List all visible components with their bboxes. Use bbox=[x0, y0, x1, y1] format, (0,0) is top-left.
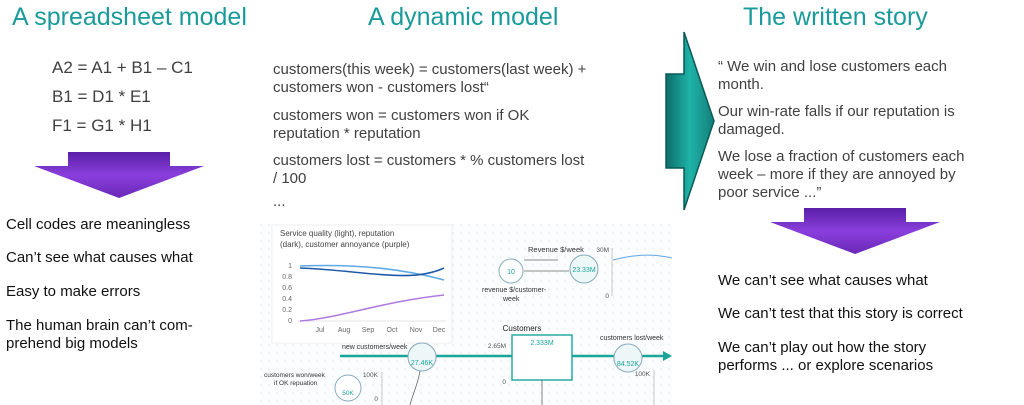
revenue-rate-label-2: week bbox=[502, 296, 520, 303]
customers-lost-value: 84.52K bbox=[617, 361, 640, 368]
series-reputation bbox=[299, 267, 445, 277]
x-tick-jul: Jul bbox=[316, 327, 325, 334]
customers-axis-top: 2.65M bbox=[488, 343, 506, 350]
formula-a2: A2 = A1 + B1 – C1 bbox=[52, 58, 193, 77]
customers-lost-circle[interactable] bbox=[613, 343, 643, 373]
point-errors: Easy to make errors bbox=[6, 283, 141, 300]
model-diagram: Service quality (light), reputation (dar… bbox=[260, 224, 672, 405]
story-point-test: We can’t test that this story is correct bbox=[718, 305, 963, 322]
x-tick-nov: Nov bbox=[410, 327, 423, 334]
customers-won-label-1: customers won/week bbox=[264, 372, 325, 379]
equation-won-2: reputation * reputation bbox=[273, 125, 421, 142]
revenue-rate-circle[interactable] bbox=[498, 258, 524, 284]
equation-lost-2: / 100 bbox=[273, 170, 307, 187]
story-quote-line-5: We lose a fraction of customers each bbox=[718, 148, 965, 165]
series-customer-annoyance bbox=[299, 294, 445, 322]
story-point-play-1: We can’t play out how the story bbox=[718, 339, 927, 356]
customers-won-circle[interactable] bbox=[334, 374, 362, 402]
story-quote-line-3: Our win-rate falls if our reputation is bbox=[718, 103, 955, 120]
customers-stock-box[interactable] bbox=[511, 334, 573, 381]
formula-b1: B1 = D1 * E1 bbox=[52, 87, 151, 106]
mini-chart-title-1: Service quality (light), reputation bbox=[280, 229, 394, 238]
equation-won-1: customers won = customers won if OK bbox=[273, 107, 530, 124]
new-customers-label: new customers/week bbox=[342, 344, 408, 351]
point-causes: Can’t see what causes what bbox=[6, 249, 193, 266]
series-service-quality bbox=[299, 264, 445, 281]
lost-axis-top: 100K bbox=[635, 371, 651, 378]
equation-ellipsis: ... bbox=[273, 193, 286, 210]
written-story-title: The written story bbox=[743, 3, 928, 31]
new-customers-circle[interactable] bbox=[407, 342, 437, 372]
equation-lost-1: customers lost = customers * % customers… bbox=[273, 152, 585, 169]
customers-won-label-2: if OK repuation bbox=[274, 380, 318, 387]
story-quote-line-4: damaged. bbox=[718, 121, 785, 138]
purple-down-arrow-left-icon bbox=[34, 152, 204, 198]
story-point-causes: We can’t see what causes what bbox=[718, 272, 928, 289]
customers-value: 2.333M bbox=[530, 340, 554, 347]
story-quote-line-1: “ We win and lose customers each bbox=[718, 58, 947, 75]
teal-right-arrow-icon bbox=[665, 31, 715, 211]
story-quote-line-2: month. bbox=[718, 76, 764, 93]
purple-down-arrow-right-icon bbox=[770, 208, 940, 254]
revenue-axis-bottom: 0 bbox=[605, 293, 609, 300]
x-tick-oct: Oct bbox=[387, 327, 398, 334]
story-point-play-2: performs ... or explore scenarios bbox=[718, 357, 934, 374]
y-tick-0.6: 0.6 bbox=[282, 285, 292, 292]
story-quote-line-6: week – more if they are annoyed by bbox=[718, 166, 956, 183]
mini-chart-panel bbox=[271, 224, 453, 344]
equation-customers-1: customers(this week) = customers(last we… bbox=[273, 61, 587, 78]
customers-label: Customers bbox=[503, 324, 542, 333]
customers-won-value: 50K bbox=[342, 390, 354, 397]
formula-f1: F1 = G1 * H1 bbox=[52, 116, 152, 135]
revenue-axis-top: 30M bbox=[596, 247, 609, 254]
story-quote-line-7: poor service ...” bbox=[718, 184, 822, 201]
spreadsheet-model-title: A spreadsheet model bbox=[12, 3, 247, 31]
x-tick-dec: Dec bbox=[433, 327, 446, 334]
x-tick-aug: Aug bbox=[338, 327, 351, 334]
revenue-rate-label-1: revenue $/customer- bbox=[482, 287, 547, 294]
x-tick-sep: Sep bbox=[362, 327, 375, 334]
point-cell-codes: Cell codes are meaningless bbox=[6, 216, 191, 233]
equation-customers-2: customers won - customers lost“ bbox=[273, 79, 489, 96]
y-tick-0.4: 0.4 bbox=[282, 296, 292, 303]
y-tick-0: 0 bbox=[288, 318, 292, 325]
y-tick-0.8: 0.8 bbox=[282, 274, 292, 281]
point-brain-2: prehend big models bbox=[6, 335, 138, 352]
won-axis-top: 100K bbox=[363, 372, 379, 379]
revenue-rate-value: 10 bbox=[507, 269, 515, 276]
revenue-circle[interactable] bbox=[569, 254, 599, 284]
customers-axis-bottom: 0 bbox=[502, 379, 506, 386]
y-tick-1: 1 bbox=[288, 263, 292, 270]
revenue-label: Revenue $/week bbox=[528, 245, 584, 254]
new-customers-value: 27.46K bbox=[411, 360, 434, 367]
point-brain-1: The human brain can’t com- bbox=[6, 317, 193, 334]
dynamic-model-title: A dynamic model bbox=[368, 3, 559, 31]
mini-chart-title-2: (dark), customer annoyance (purple) bbox=[280, 240, 410, 249]
y-tick-0.2: 0.2 bbox=[282, 307, 292, 314]
customers-lost-label: customers lost/week bbox=[600, 335, 664, 342]
revenue-value: 23.33M bbox=[572, 267, 596, 274]
won-axis-bottom: 0 bbox=[374, 396, 378, 403]
